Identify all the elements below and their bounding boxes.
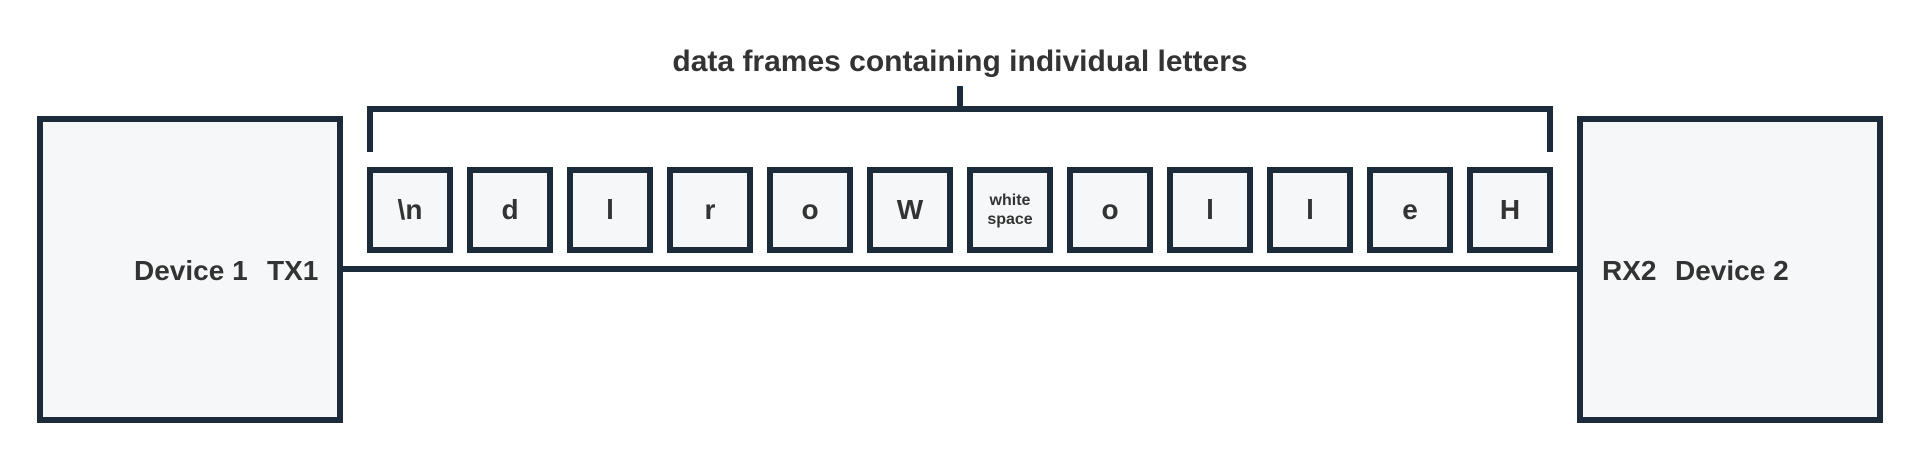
data-frame: o bbox=[767, 167, 853, 253]
data-frame: H bbox=[1467, 167, 1553, 253]
device-1-name: Device 1 bbox=[134, 255, 248, 286]
bracket-right-leg bbox=[1547, 106, 1553, 152]
device-2-box bbox=[1577, 116, 1883, 423]
frames-caption: data frames containing individual letter… bbox=[672, 45, 1248, 78]
data-frame: d bbox=[467, 167, 553, 253]
data-frame: l bbox=[567, 167, 653, 253]
bracket-top bbox=[367, 106, 1553, 112]
rx2-port-label: RX2 bbox=[1602, 255, 1657, 286]
data-frame: \n bbox=[367, 167, 453, 253]
data-frame: e bbox=[1367, 167, 1453, 253]
data-frame: r bbox=[667, 167, 753, 253]
bracket-left-leg bbox=[367, 106, 373, 152]
bracket-tick bbox=[957, 86, 963, 110]
data-frame: l bbox=[1167, 167, 1253, 253]
data-frame-whitespace: white space bbox=[967, 167, 1053, 253]
tx1-port-label: TX1 bbox=[267, 255, 319, 286]
device-1-box bbox=[37, 116, 343, 423]
data-frame: l bbox=[1267, 167, 1353, 253]
data-frame: o bbox=[1067, 167, 1153, 253]
device-2-name: Device 2 bbox=[1675, 255, 1789, 286]
serial-wire bbox=[343, 266, 1577, 272]
data-frame: W bbox=[867, 167, 953, 253]
